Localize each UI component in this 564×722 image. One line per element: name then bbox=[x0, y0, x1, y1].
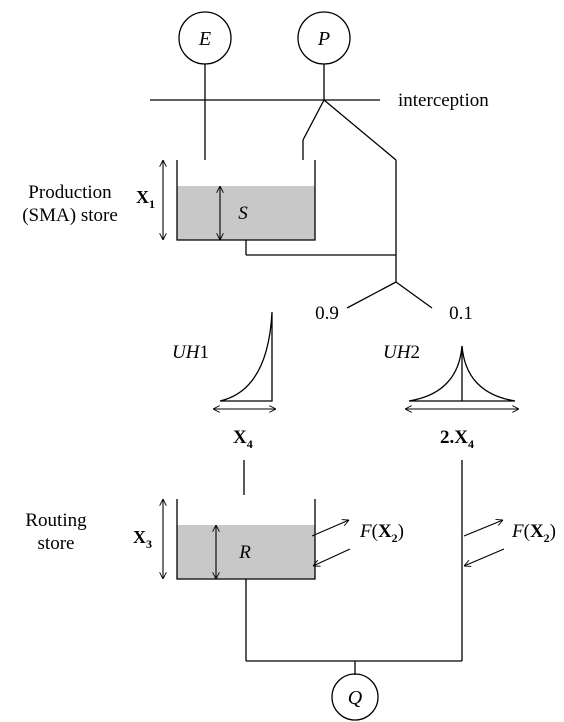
split-right-label: 0.1 bbox=[449, 303, 473, 324]
routing-exchange-label: F(X2) bbox=[359, 521, 404, 545]
fork-left-branch bbox=[302, 99, 325, 141]
production-store-label-line2: (SMA) store bbox=[22, 205, 118, 226]
routing-store-label-line2: store bbox=[38, 533, 75, 554]
routing-store-water bbox=[177, 525, 315, 579]
precipitation-node: P bbox=[297, 11, 351, 65]
interception-label: interception bbox=[398, 90, 489, 111]
x1-label: X1 bbox=[136, 187, 155, 211]
routing-exchange-in-arrow bbox=[313, 548, 351, 566]
direct-exchange-out-arrow bbox=[463, 520, 503, 537]
x3-label: X3 bbox=[133, 527, 152, 551]
production-store bbox=[176, 160, 316, 241]
routing-store bbox=[176, 499, 316, 580]
direct-exchange-label: F(X2) bbox=[511, 521, 556, 545]
routing-store-label-line1: Routing bbox=[25, 510, 87, 531]
two-x4-label: 2.X4 bbox=[440, 427, 474, 451]
uh1-label: UH1 bbox=[172, 342, 209, 363]
uh2-label: UH2 bbox=[383, 342, 420, 363]
evaporation-label: E bbox=[198, 28, 211, 50]
split-right-branch bbox=[395, 281, 433, 309]
direct-exchange-in-arrow bbox=[464, 548, 505, 566]
split-left-label: 0.9 bbox=[315, 303, 339, 324]
discharge-label: Q bbox=[348, 687, 363, 709]
fork-right-branch bbox=[323, 99, 397, 161]
production-store-label-line1: Production bbox=[28, 182, 112, 203]
production-store-water bbox=[177, 186, 315, 240]
evaporation-node: E bbox=[178, 11, 232, 65]
x4-label: X4 bbox=[233, 427, 253, 451]
routing-level-label: R bbox=[238, 542, 251, 563]
precipitation-label: P bbox=[317, 28, 330, 50]
discharge-node: Q bbox=[331, 673, 379, 721]
production-level-label: S bbox=[238, 203, 248, 224]
routing-exchange-out-arrow bbox=[311, 520, 349, 537]
split-left-branch bbox=[346, 281, 397, 309]
uh1-curve bbox=[219, 311, 273, 402]
